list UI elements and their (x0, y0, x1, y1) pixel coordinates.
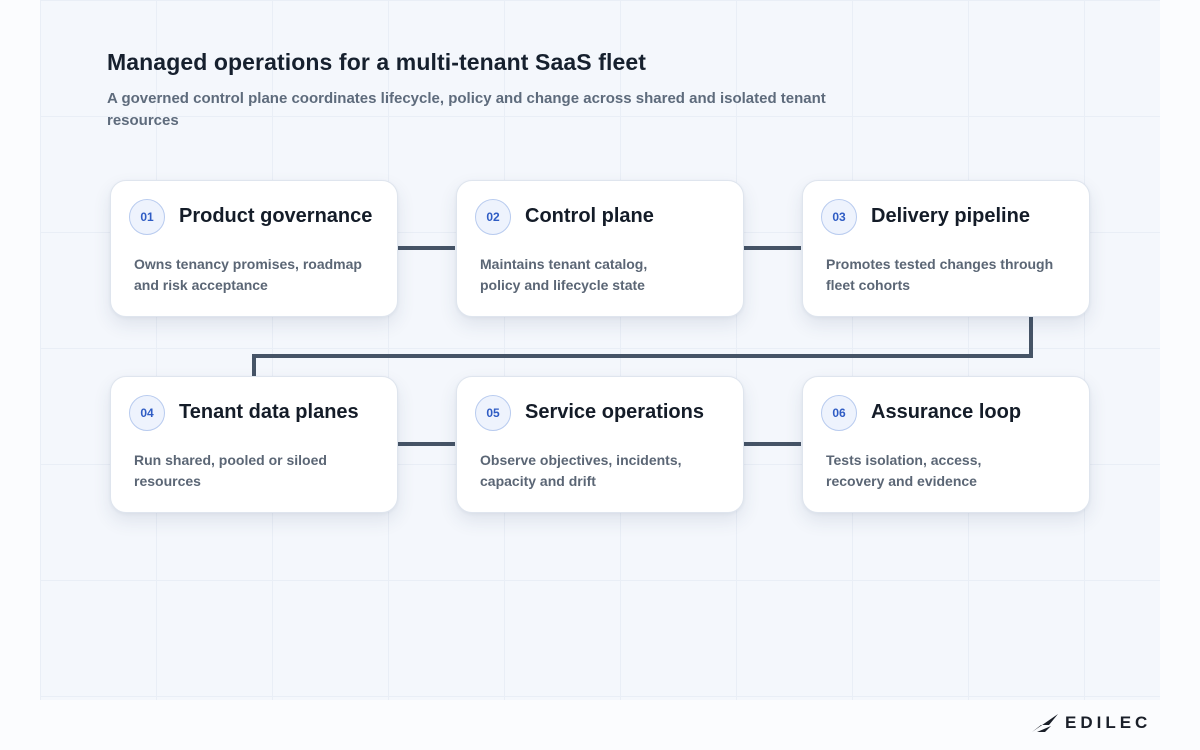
step-card-tenant-data-planes: 04 Tenant data planes Run shared, pooled… (110, 376, 398, 513)
step-title: Tenant data planes (179, 401, 359, 423)
step-title: Assurance loop (871, 401, 1022, 423)
step-card-product-governance: 01 Product governance Owns tenancy promi… (110, 180, 398, 317)
brand-name: EDILEC (1065, 713, 1152, 732)
step-title: Delivery pipeline (871, 205, 1030, 227)
step-number-badge: 01 (129, 199, 165, 235)
step-description: Maintains tenant catalog, policy and lif… (480, 256, 648, 293)
step-title: Product governance (179, 205, 373, 227)
diagram-canvas (40, 0, 1160, 700)
connector-03-04 (252, 317, 1033, 377)
step-description: Promotes tested changes through fleet co… (826, 256, 1054, 293)
step-card-assurance-loop: 06 Assurance loop Tests isolation, acces… (802, 376, 1090, 513)
step-title: Service operations (525, 401, 704, 423)
step-number-badge: 03 (821, 199, 857, 235)
page-title: Managed operations for a multi-tenant Sa… (107, 49, 646, 75)
step-description: Observe objectives, incidents, capacity … (480, 452, 682, 489)
step-number-badge: 06 (821, 395, 857, 431)
step-number-badge: 05 (475, 395, 511, 431)
step-number-badge: 02 (475, 199, 511, 235)
step-card-control-plane: 02 Control plane Maintains tenant catalo… (456, 180, 744, 317)
step-card-service-operations: 05 Service operations Observe objectives… (456, 376, 744, 513)
step-description: Owns tenancy promises, roadmap and risk … (134, 256, 362, 293)
step-number-badge: 04 (129, 395, 165, 431)
step-description: Run shared, pooled or siloed resources (134, 452, 327, 489)
brand-logo: EDILEC (1031, 711, 1151, 735)
page-subtitle: A governed control plane coordinates lif… (107, 90, 826, 129)
step-title: Control plane (525, 205, 654, 227)
step-card-delivery-pipeline: 03 Delivery pipeline Promotes tested cha… (802, 180, 1090, 317)
step-description: Tests isolation, access, recovery and ev… (826, 452, 982, 489)
brand-mark-icon (1032, 714, 1058, 732)
